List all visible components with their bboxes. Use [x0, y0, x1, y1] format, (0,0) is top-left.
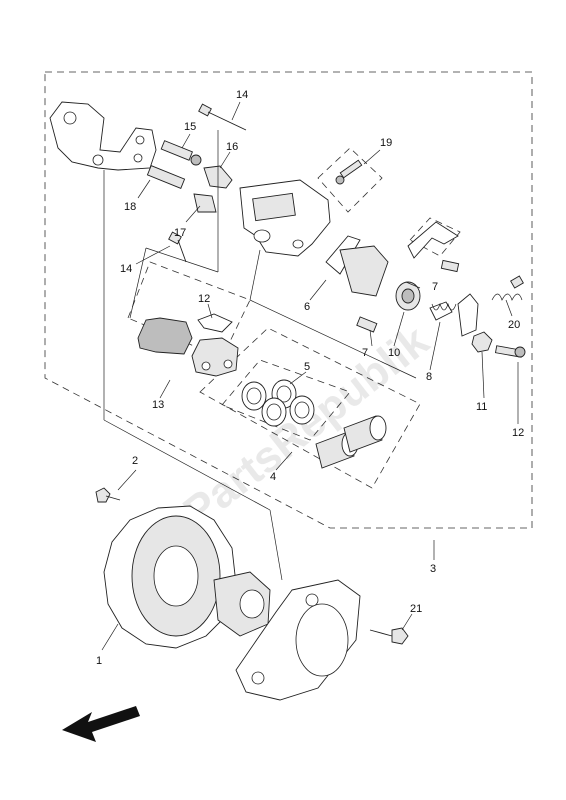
callout-18: 18 [124, 201, 136, 213]
spring-20 [491, 275, 524, 301]
bracket-7 [407, 221, 459, 259]
callout-20: 20 [508, 319, 520, 331]
pin-bolt-14-top [198, 103, 247, 131]
callout-5: 5 [304, 361, 310, 373]
pad-set-outline-13 [127, 261, 251, 359]
callout-3: 3 [430, 563, 436, 575]
callout-15: 16 [226, 141, 238, 153]
piston-9 [395, 281, 421, 311]
spring-8 [429, 301, 457, 321]
brake-pad-outer [191, 337, 239, 377]
callout-4: 4 [270, 471, 276, 483]
brake-disc-1 [103, 505, 237, 649]
callout-7-upper: 7 [432, 281, 438, 293]
hub-carrier [213, 571, 271, 637]
caliper-body [239, 179, 331, 257]
seal-kit-5 [241, 379, 315, 427]
callout-1: 1 [96, 655, 102, 667]
bolt-2 [95, 487, 121, 503]
brake-pad-inner [137, 317, 193, 355]
callout-17: 17 [174, 227, 186, 239]
nut-10 [471, 331, 493, 353]
callout-14-top: 14 [236, 89, 248, 101]
callout-16: 15 [184, 121, 196, 133]
piston-kit-outline-4 [199, 327, 421, 489]
callout-14-lower: 14 [120, 263, 132, 275]
pin-16 [160, 140, 202, 166]
callout-8: 8 [426, 371, 432, 383]
pin-bolt-14-lower [168, 231, 187, 263]
callout-7-lower: 7 [362, 347, 368, 359]
callout-19: 19 [380, 137, 392, 149]
piston-kit-4 [315, 415, 387, 469]
leader-lines [101, 101, 519, 651]
arrow-left-down-icon [62, 706, 140, 742]
caliper-mount-bracket [235, 579, 361, 701]
callout-labels: 14 15 16 19 18 17 14 7 12 6 20 7 10 5 8 … [96, 89, 524, 667]
bolt-11 [494, 345, 526, 358]
callout-10: 11 [476, 401, 487, 413]
callout-21: 21 [410, 603, 422, 615]
callout-2: 2 [132, 455, 138, 467]
bleed-kit-outline-19 [317, 147, 383, 213]
callout-11: 12 [512, 427, 524, 439]
bolt-7-small [440, 259, 460, 273]
spring-kit-outline-20 [409, 217, 461, 257]
bolt-21 [369, 627, 409, 645]
retainer-plate [457, 293, 479, 337]
callout-13: 13 [152, 399, 164, 411]
boot-17 [193, 193, 217, 213]
caliper-bracket [49, 101, 157, 171]
pin-18 [146, 165, 186, 189]
pad-spring-12 [197, 313, 233, 333]
seal-kit-outline-5 [221, 359, 351, 441]
screw-7 [356, 316, 378, 333]
callout-12: 12 [198, 293, 210, 305]
callout-9: 10 [388, 347, 400, 359]
callout-6: 6 [304, 301, 310, 313]
bleeder-screw-19 [335, 159, 363, 185]
assembly-outline-3 [44, 71, 533, 529]
support-plate-6 [325, 235, 389, 297]
